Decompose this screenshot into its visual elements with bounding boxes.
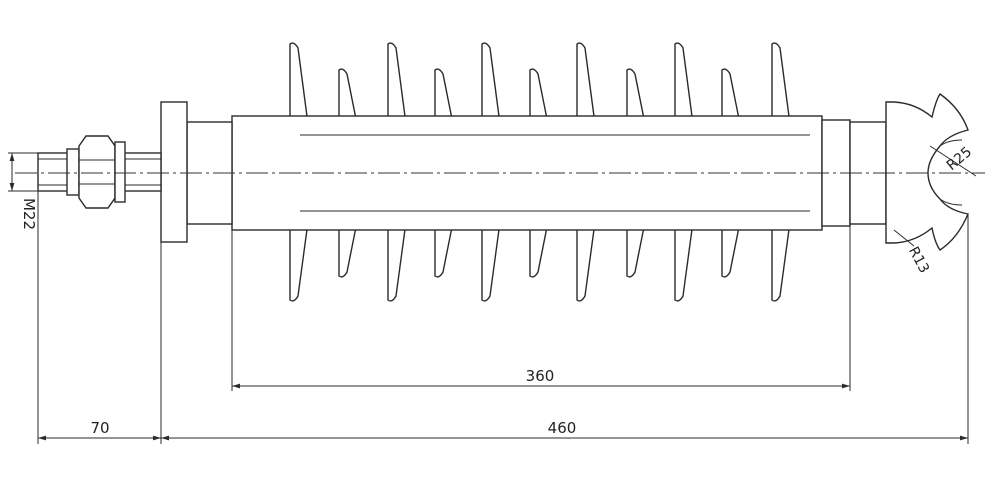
r13-leader <box>893 229 915 247</box>
socket-inner-bottom <box>939 198 963 206</box>
lock-washer <box>114 141 126 203</box>
socket-radius-label: R13 <box>905 244 932 276</box>
left-flange <box>160 101 188 243</box>
stud-length-label: 70 <box>90 419 109 437</box>
thread-label: M22 <box>20 198 38 230</box>
r25-leader <box>929 145 977 177</box>
hex-nut <box>78 135 116 209</box>
washer <box>66 148 80 196</box>
core-outline-lines <box>300 134 810 212</box>
insulation-distance-label: 360 <box>526 367 555 385</box>
overall-length-label: 460 <box>548 419 577 437</box>
socket-inner-top <box>939 139 963 147</box>
ball-radius-label: R25 <box>944 144 975 174</box>
